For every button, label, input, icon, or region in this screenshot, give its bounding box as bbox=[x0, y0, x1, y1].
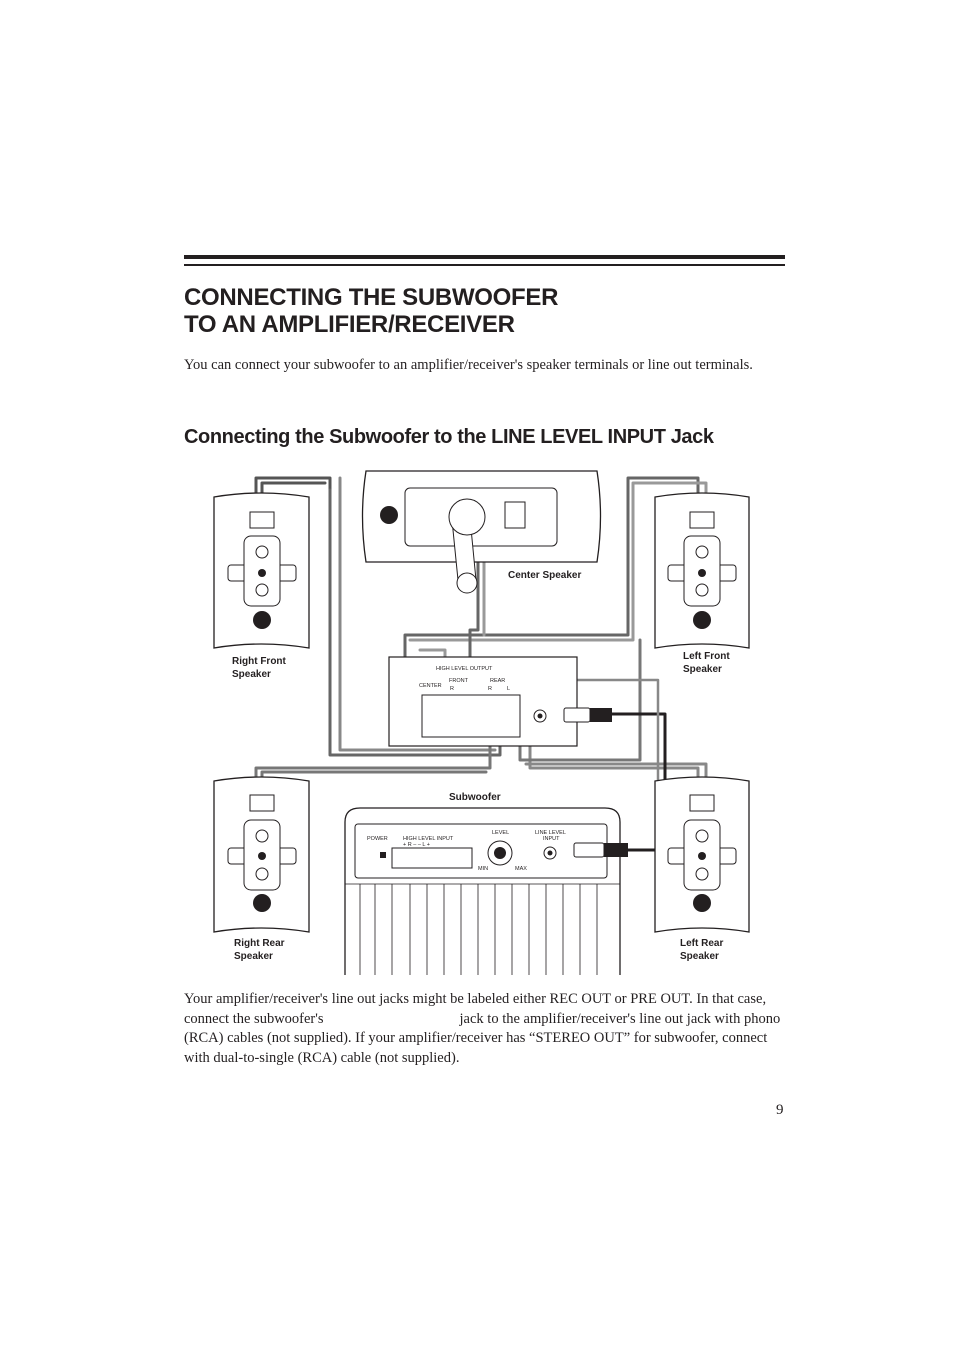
label-r2: R bbox=[488, 686, 492, 692]
rca-plug-receiver bbox=[563, 707, 612, 723]
label-right-front-1: Right Front bbox=[232, 656, 287, 667]
label-front: FRONT bbox=[449, 678, 469, 684]
rca-plug-subwoofer bbox=[573, 842, 628, 858]
receiver-panel bbox=[388, 656, 578, 747]
label-max: MAX bbox=[515, 866, 527, 872]
label-r1: R bbox=[450, 686, 454, 692]
label-right-front-2: Speaker bbox=[232, 669, 271, 680]
left-front-speaker bbox=[654, 492, 750, 649]
label-min: MIN bbox=[478, 866, 488, 872]
label-high-level-output: HIGH LEVEL OUTPUT bbox=[436, 666, 493, 672]
right-front-speaker bbox=[213, 492, 310, 649]
left-rear-speaker bbox=[654, 776, 750, 933]
label-right-rear-1: Right Rear bbox=[234, 938, 285, 949]
label-left-front-2: Speaker bbox=[683, 664, 722, 675]
page-title-line1: CONNECTING THE SUBWOOFER bbox=[184, 284, 559, 311]
section-heading: Connecting the Subwoofer to the LINE LEV… bbox=[184, 426, 714, 448]
label-rear: REAR bbox=[490, 678, 505, 684]
label-left-rear-1: Left Rear bbox=[680, 938, 723, 949]
right-rear-speaker bbox=[213, 776, 310, 933]
label-high-level-input: HIGH LEVEL INPUT bbox=[403, 836, 454, 842]
label-l: L bbox=[507, 686, 510, 692]
label-subwoofer: Subwoofer bbox=[449, 792, 501, 803]
label-center: CENTER bbox=[419, 683, 442, 689]
top-rule-thin bbox=[184, 264, 785, 266]
page-number: 9 bbox=[776, 1102, 784, 1118]
top-rule-thick bbox=[184, 255, 785, 259]
label-power: POWER bbox=[367, 836, 388, 842]
body-text-part2: jack to the amplifier/receiver's line ou… bbox=[184, 1010, 781, 1066]
center-speaker bbox=[361, 470, 602, 594]
label-center-speaker: Center Speaker bbox=[508, 570, 581, 581]
label-level: LEVEL bbox=[492, 830, 509, 836]
subwoofer bbox=[344, 807, 621, 975]
intro-paragraph: You can connect your subwoofer to an amp… bbox=[184, 357, 753, 373]
label-left-front-1: Left Front bbox=[683, 651, 730, 662]
label-line-level-1: LINE LEVEL bbox=[535, 830, 566, 836]
body-text-part1: Your amplifier/receiver's line out jacks… bbox=[184, 991, 767, 1027]
page-title-line2: TO AN AMPLIFIER/RECEIVER bbox=[184, 311, 515, 338]
label-polarity: + R – – L + bbox=[403, 842, 430, 848]
label-right-rear-2: Speaker bbox=[234, 951, 273, 962]
page-title: CONNECTING THE SUBWOOFER TO AN AMPLIFIER… bbox=[184, 284, 558, 338]
body-paragraph: Your amplifier/receiver's line out jacks… bbox=[184, 990, 784, 1068]
label-line-level-2: INPUT bbox=[543, 836, 560, 842]
label-left-rear-2: Speaker bbox=[680, 951, 719, 962]
